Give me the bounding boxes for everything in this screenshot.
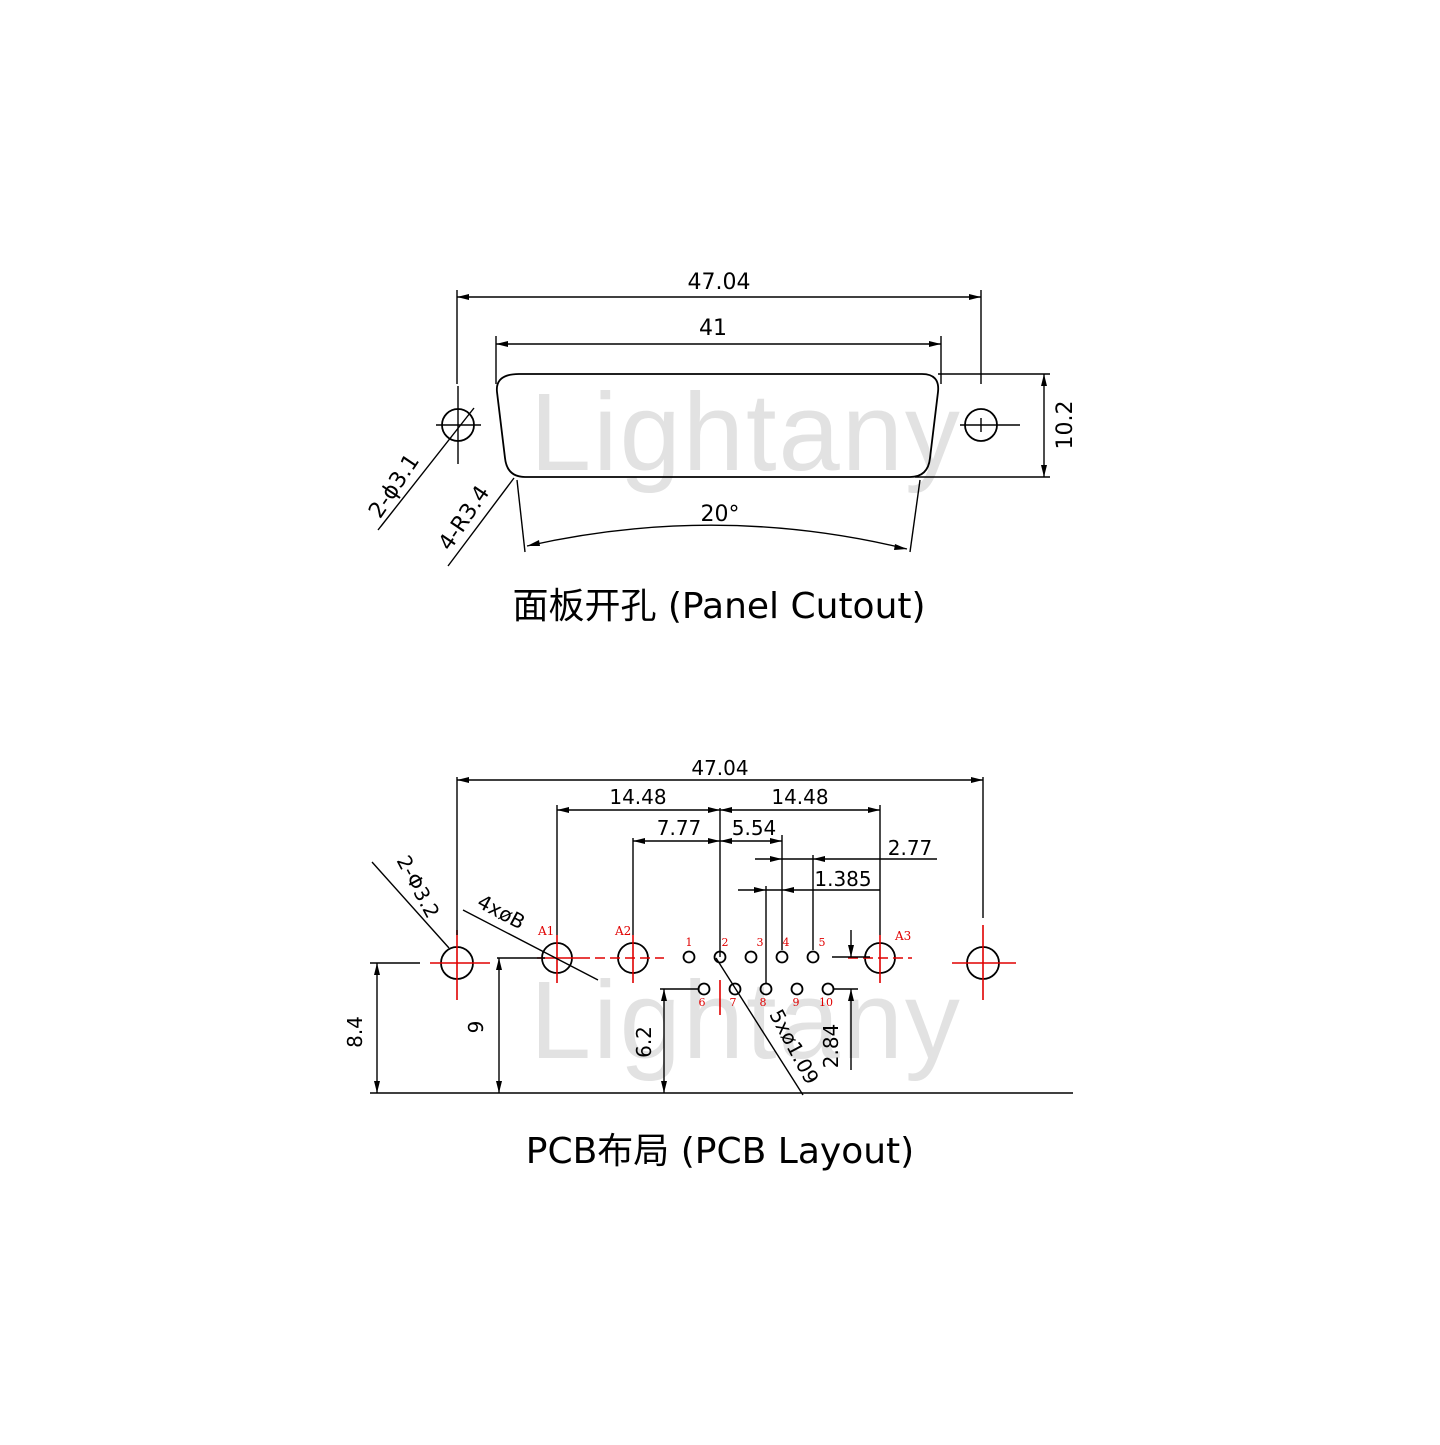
dim-height: 10.2 <box>1053 401 1078 450</box>
pin-label-8: 8 <box>760 996 767 1009</box>
pin-label-4: 4 <box>783 936 790 949</box>
pin-label-6: 6 <box>699 996 706 1009</box>
d-sub-cutout-outline <box>496 373 940 478</box>
dim-mount-holes: 2-ϕ3.1 <box>364 450 425 523</box>
power-contact-a2: A2 <box>580 924 664 983</box>
pcb-left-mounting-hole <box>430 930 490 1000</box>
panel-cutout-caption: 面板开孔 (Panel Cutout) <box>512 586 925 627</box>
panel-cutout-view: Lightany 47.04 41 10.2 <box>364 270 1078 627</box>
watermark-bottom: Lightany <box>530 959 962 1082</box>
pin-label-5: 5 <box>819 936 826 949</box>
pcb-right-mounting-hole <box>952 925 1016 1000</box>
pcb-dim-7-77: 7.77 <box>657 816 702 840</box>
watermark-top: Lightany <box>530 371 962 494</box>
pcb-dim-8-4: 8.4 <box>343 1016 367 1048</box>
pcb-dim-9: 9 <box>464 1021 488 1034</box>
pcb-dim-right-14-48: 14.48 <box>771 785 828 809</box>
pcb-dim-left-14-48: 14.48 <box>609 785 666 809</box>
pcb-layout-view: Lightany A1 A2 <box>343 756 1073 1172</box>
pcb-dim-6-2: 6.2 <box>632 1026 656 1058</box>
pcb-dim-overall: 47.04 <box>691 756 748 780</box>
left-mounting-hole <box>436 386 481 464</box>
pcb-dim-2-84: 2.84 <box>819 1024 843 1069</box>
pcb-dim-power-holes: 4xøB <box>473 889 529 934</box>
power-contact-a3: A3 <box>848 929 912 983</box>
pcb-layout-caption: PCB布局 (PCB Layout) <box>526 1131 914 1172</box>
pcb-dim-1-385: 1.385 <box>814 867 871 891</box>
pin-label-2: 2 <box>722 936 729 949</box>
pin-label-1: 1 <box>686 936 693 949</box>
dim-overall-width: 47.04 <box>688 270 751 295</box>
right-mounting-hole <box>960 408 1020 442</box>
pin-label-7: 7 <box>730 996 737 1009</box>
dim-body-width: 41 <box>699 316 727 341</box>
pin-label-3: 3 <box>757 936 764 949</box>
dim-angle: 20° <box>701 502 740 527</box>
label-a3: A3 <box>894 929 911 943</box>
signal-pins: 1 2 3 4 5 6 7 8 9 10 <box>682 936 835 1009</box>
pcb-dim-2-77: 2.77 <box>888 836 933 860</box>
pcb-dim-5-54: 5.54 <box>732 816 777 840</box>
label-a1: A1 <box>537 924 554 938</box>
pin-label-9: 9 <box>793 996 800 1009</box>
label-a2: A2 <box>614 924 631 938</box>
pcb-dim-mount-holes: 2-Φ3.2 <box>392 851 445 922</box>
pin-label-10: 10 <box>819 996 833 1009</box>
